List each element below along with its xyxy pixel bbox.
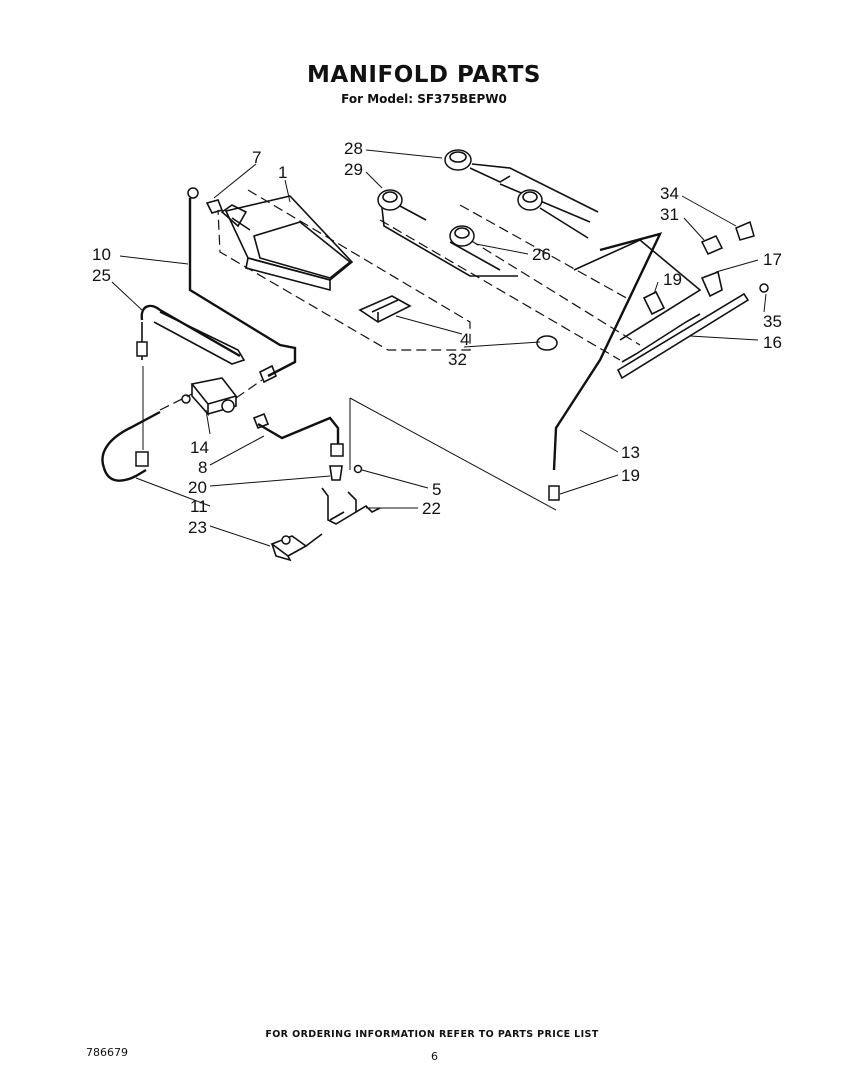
valve-dashed-line-a <box>459 204 631 301</box>
callout-8: 8 <box>198 458 207 477</box>
valve-19-upper <box>642 290 666 316</box>
oven-burner-tube <box>136 304 246 365</box>
callout-4: 4 <box>460 330 469 349</box>
callout-1: 1 <box>278 163 287 182</box>
knob-31 <box>700 235 724 255</box>
regulator-bracket <box>321 487 381 525</box>
burner-cap-32 <box>536 335 558 351</box>
page-number: 6 <box>431 1050 438 1063</box>
valve-17 <box>700 270 723 298</box>
safety-valve <box>181 377 238 417</box>
callout-26: 26 <box>532 245 551 264</box>
callout-22: 22 <box>422 499 441 518</box>
top-burner-front-center <box>449 225 501 271</box>
callout-19-lower: 19 <box>621 466 640 485</box>
callout-5: 5 <box>432 480 441 499</box>
burner-dashed-outline <box>217 189 471 351</box>
valve-dashed-line-b <box>469 239 641 346</box>
fitting-35 <box>759 283 769 293</box>
support-frame <box>573 239 702 341</box>
burner-bracket <box>358 295 412 323</box>
callout-17: 17 <box>763 250 782 269</box>
callout-20: 20 <box>188 478 207 497</box>
top-burner-right-front <box>517 189 589 239</box>
callout-35: 35 <box>763 312 782 331</box>
document-number: 786679 <box>86 1046 128 1059</box>
callout-25: 25 <box>92 266 111 285</box>
model-subtitle: For Model: SF375BEPW0 <box>341 92 507 106</box>
broiler-supply-tube <box>188 198 297 378</box>
knob-34 <box>735 220 755 241</box>
fitting-and-seal <box>329 464 363 481</box>
callout-7: 7 <box>252 148 261 167</box>
callout-31: 31 <box>660 205 679 224</box>
callout-16: 16 <box>763 333 782 352</box>
broiler-burner <box>220 195 354 292</box>
callout-19-upper: 19 <box>663 270 682 289</box>
callout-23: 23 <box>188 518 207 537</box>
orifice-spud <box>187 187 224 214</box>
callout-11: 11 <box>190 497 208 516</box>
callout-28: 28 <box>344 139 363 158</box>
ordering-note: FOR ORDERING INFORMATION REFER TO PARTS … <box>265 1029 599 1040</box>
callout-34: 34 <box>660 184 679 203</box>
page-title: MANIFOLD PARTS <box>307 62 541 88</box>
callout-32: 32 <box>448 350 467 369</box>
top-burner-rear-right <box>444 149 599 223</box>
pilot-supply-tube <box>257 416 340 446</box>
callout-29: 29 <box>344 160 363 179</box>
leader-lines <box>111 149 767 547</box>
manifold-axis-line <box>349 397 557 511</box>
callout-14: 14 <box>190 438 209 457</box>
top-burner-left-rear <box>377 189 518 277</box>
callout-10: 10 <box>92 245 111 264</box>
valve-dashed-line-c <box>379 219 621 361</box>
valve-connection-dashed <box>159 379 263 411</box>
manifold-pipe <box>616 292 750 380</box>
pressure-regulator <box>270 533 323 562</box>
callout-13: 13 <box>621 443 640 462</box>
oven-manifold-tube <box>101 410 161 482</box>
